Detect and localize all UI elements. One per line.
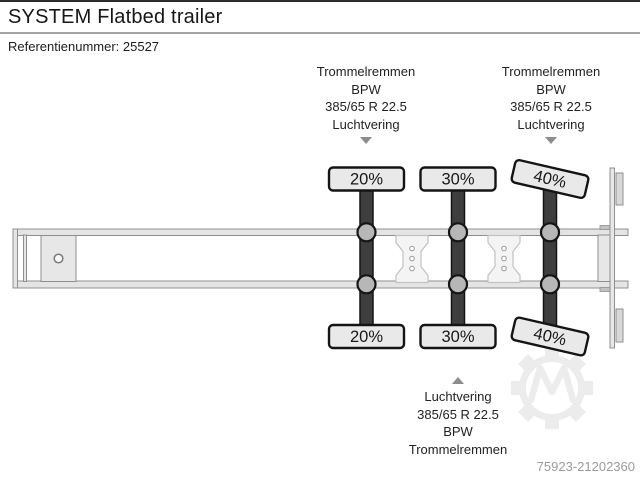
axle1-bottom-load: 20% xyxy=(350,328,383,346)
annotation-line: Luchtvering xyxy=(332,116,400,132)
down-arrow-icon xyxy=(545,137,557,144)
annotation-line: BPW xyxy=(351,81,381,97)
axle-1: 20% 20% xyxy=(327,166,406,350)
annotation-line: Trommelremmen xyxy=(316,64,416,79)
down-arrow-icon xyxy=(360,137,372,144)
axle2-spec-annotation: Luchtvering 385/65 R 22.5 BPW Trommelrem… xyxy=(373,377,543,458)
annotation-line: 385/65 R 22.5 xyxy=(510,99,592,114)
annotation-line: BPW xyxy=(443,424,473,439)
rear-light xyxy=(615,172,624,206)
annotation-line: Luchtvering xyxy=(517,116,585,132)
frame-rail-top xyxy=(12,228,629,236)
rear-bumper xyxy=(597,167,624,349)
axle1-spec-annotation: Trommelremmen BPW 385/65 R 22.5 Luchtver… xyxy=(281,63,451,144)
title-divider xyxy=(0,32,640,34)
axle2-top-load: 30% xyxy=(441,171,474,189)
listing-id: 75923-21202360 xyxy=(536,459,635,474)
annotation-line: Trommelremmen xyxy=(408,441,508,457)
wheel-axle2-bottom: 30% xyxy=(419,323,497,350)
frame-rail-bottom xyxy=(12,280,629,289)
axle1-top-load: 20% xyxy=(350,171,383,189)
annotation-line: Luchtvering xyxy=(424,389,492,404)
wheel-axle2-top: 30% xyxy=(419,166,497,192)
cross-member xyxy=(487,234,521,284)
reference-number: Referentienummer: 25527 xyxy=(8,39,160,54)
wheel-axle3-top: 40% xyxy=(510,158,590,200)
rear-light xyxy=(615,308,624,343)
annotation-line: 385/65 R 22.5 xyxy=(325,99,407,114)
wheel-axle1-bottom: 20% xyxy=(327,323,406,350)
cross-member xyxy=(395,234,429,284)
page-title: SYSTEM Flatbed trailer xyxy=(8,6,223,28)
axle3-spec-annotation: Trommelremmen BPW 385/65 R 22.5 Luchtver… xyxy=(466,63,636,144)
annotation-line: BPW xyxy=(536,81,566,97)
watermark-gear-icon xyxy=(511,347,593,429)
wheel-axle1-top: 20% xyxy=(327,166,406,192)
axle-2: 30% 30% xyxy=(419,166,497,350)
front-cap xyxy=(12,228,18,289)
axle-3-steering: 40% 40% xyxy=(510,158,590,357)
front-crossbar xyxy=(23,234,27,282)
top-border-line xyxy=(0,0,640,2)
kingpin-plate xyxy=(40,235,77,282)
wheel-axle3-bottom: 40% xyxy=(510,316,590,357)
annotation-line: Trommelremmen xyxy=(501,64,601,79)
axle2-bottom-load: 30% xyxy=(441,328,474,346)
up-arrow-icon xyxy=(452,377,464,384)
annotation-line: 385/65 R 22.5 xyxy=(417,406,499,422)
